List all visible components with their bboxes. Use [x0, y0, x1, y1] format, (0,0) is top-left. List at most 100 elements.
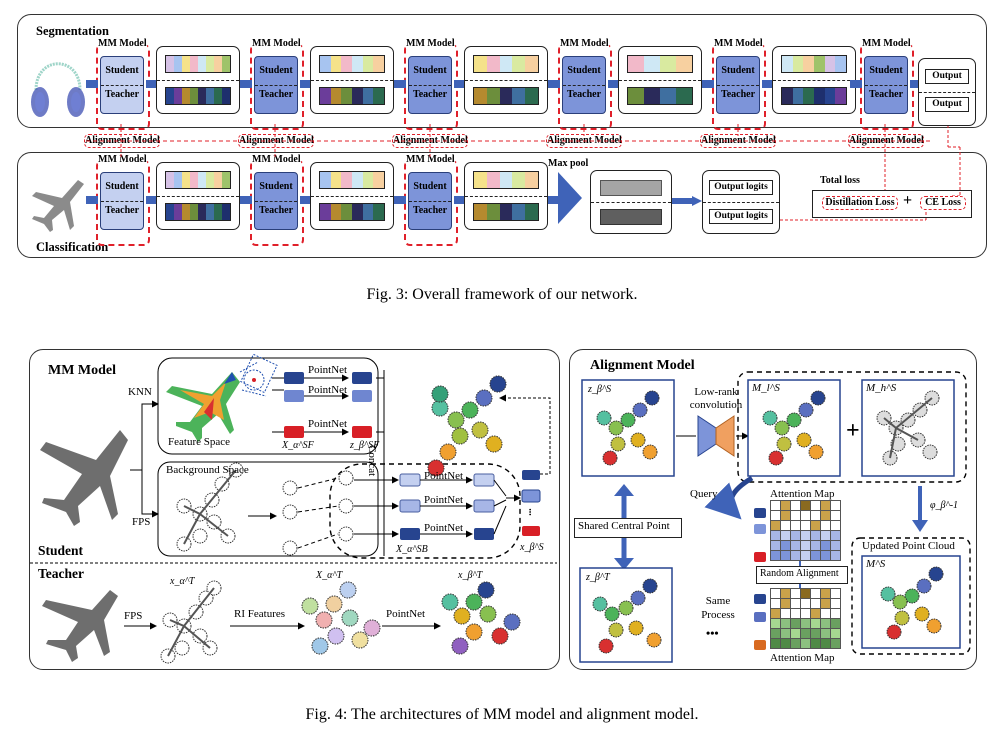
flow-arrow: [910, 80, 918, 88]
flow-arrow: [762, 80, 772, 88]
flow-arrow: [240, 80, 252, 88]
feature-map-box: [156, 162, 240, 230]
flow-arrow: [146, 80, 156, 88]
feature-strip-bottom: [781, 87, 847, 105]
maxpool-feature-box: [590, 170, 672, 234]
m-plus: +: [846, 418, 860, 444]
feature-map-box: [310, 162, 394, 230]
feature-strip-top: [781, 55, 847, 73]
pointnet-label-2: PointNet: [308, 384, 348, 396]
teacher-label: Teacher: [258, 205, 294, 216]
feature-strip-bottom: [165, 87, 231, 105]
alignment-title: Alignment Model: [590, 358, 695, 373]
x-s-label: x_β^S: [520, 542, 544, 553]
logits-box: Output logits Output logits: [702, 170, 780, 234]
flow-arrow: [548, 80, 560, 88]
phi-label: φ_β^-1: [930, 500, 959, 511]
teacher-label: Teacher: [258, 89, 294, 100]
feature-space-label: Feature Space: [168, 436, 230, 448]
feature-map-box: [464, 46, 548, 114]
mm-model-title: MM Model: [48, 363, 117, 378]
mm-model-label: MM Model: [714, 38, 763, 49]
knn-label: KNN: [128, 386, 152, 398]
flow-arrow: [86, 80, 98, 88]
flow-arrow: [86, 196, 98, 204]
loss-box: [812, 190, 972, 218]
student-label: Student: [413, 65, 447, 76]
z-sf-label: z_β^SF: [350, 440, 380, 451]
flow-arrow: [240, 196, 252, 204]
mm-model-label: MM Model: [98, 38, 147, 49]
feature-strip-bottom: [319, 203, 385, 221]
fig4-caption: Fig. 4: The architectures of MM model an…: [305, 706, 699, 723]
divider: [101, 201, 143, 202]
divider: [563, 85, 605, 86]
student-label: Student: [721, 65, 755, 76]
zt-bottom-label: z_β^T: [586, 572, 610, 583]
pointnet-label-5: PointNet: [424, 494, 464, 506]
teacher-label: Teacher: [104, 89, 140, 100]
divider: [717, 85, 759, 86]
attention-map-label-top: Attention Map: [770, 488, 835, 500]
shared-central-box: [574, 518, 682, 538]
fig3-caption: Fig. 3: Overall framework of our network…: [366, 286, 638, 303]
updated-label: Updated Point Cloud: [862, 540, 955, 552]
feature-map-box: [156, 46, 240, 114]
z-t-label: x_β^T: [458, 570, 483, 581]
teacher-label: Teacher: [720, 89, 756, 100]
seg-output-1: Output: [925, 69, 969, 84]
query-label: Query: [690, 488, 718, 500]
student-label: Student: [567, 65, 601, 76]
x-t-label: x_α^T: [170, 576, 195, 587]
ms-label: M^S: [866, 558, 886, 570]
output-logits-2: Output logits: [709, 209, 773, 224]
flow-arrow: [608, 80, 618, 88]
x-sf-label: X_α^SF: [282, 440, 314, 451]
divider: [255, 201, 297, 202]
fig3-connectors: [86, 124, 961, 221]
flow-arrow: [394, 80, 406, 88]
attention-cell: [830, 550, 841, 561]
flow-arrow: [850, 80, 862, 88]
arrow-to-logits: [672, 196, 702, 206]
feature-strip-bottom: [473, 203, 539, 221]
ml-label: M_l^S: [752, 382, 780, 394]
feature-strip-bottom: [319, 87, 385, 105]
random-alignment-label: Random Alignment: [760, 568, 839, 579]
airplane-pointcloud-small: [32, 180, 84, 232]
pointnet-label-3: PointNet: [308, 418, 348, 430]
feature-strip-top: [165, 55, 231, 73]
background-space-label: Background Space: [166, 464, 249, 476]
divider: [311, 80, 393, 81]
flow-arrow: [300, 196, 310, 204]
segmentation-title: Segmentation: [36, 24, 109, 38]
flow-arrow: [454, 80, 464, 88]
divider: [101, 85, 143, 86]
flow-arrow: [454, 196, 464, 204]
student-label: Student: [105, 181, 139, 192]
divider: [865, 85, 907, 86]
random-alignment-box: [756, 566, 848, 584]
process-dots: •••: [706, 626, 719, 640]
feature-strip-top: [165, 171, 231, 189]
teacher-fps-label: FPS: [124, 610, 143, 622]
student-label: Student: [259, 65, 293, 76]
classification-title: Classification: [36, 240, 109, 254]
feature-strip-top: [473, 171, 539, 189]
feature-strip-top: [319, 171, 385, 189]
flow-arrow: [548, 196, 558, 204]
mm-model-label: MM Model: [862, 38, 911, 49]
student-label: Student: [38, 543, 84, 558]
feature-strip-top: [319, 55, 385, 73]
flow-arrow: [394, 196, 406, 204]
divider: [311, 196, 393, 197]
total-loss-label: Total loss: [820, 175, 860, 186]
mm-model-label: MM Model: [252, 154, 301, 165]
zs-top-label: z_β^S: [588, 384, 612, 395]
